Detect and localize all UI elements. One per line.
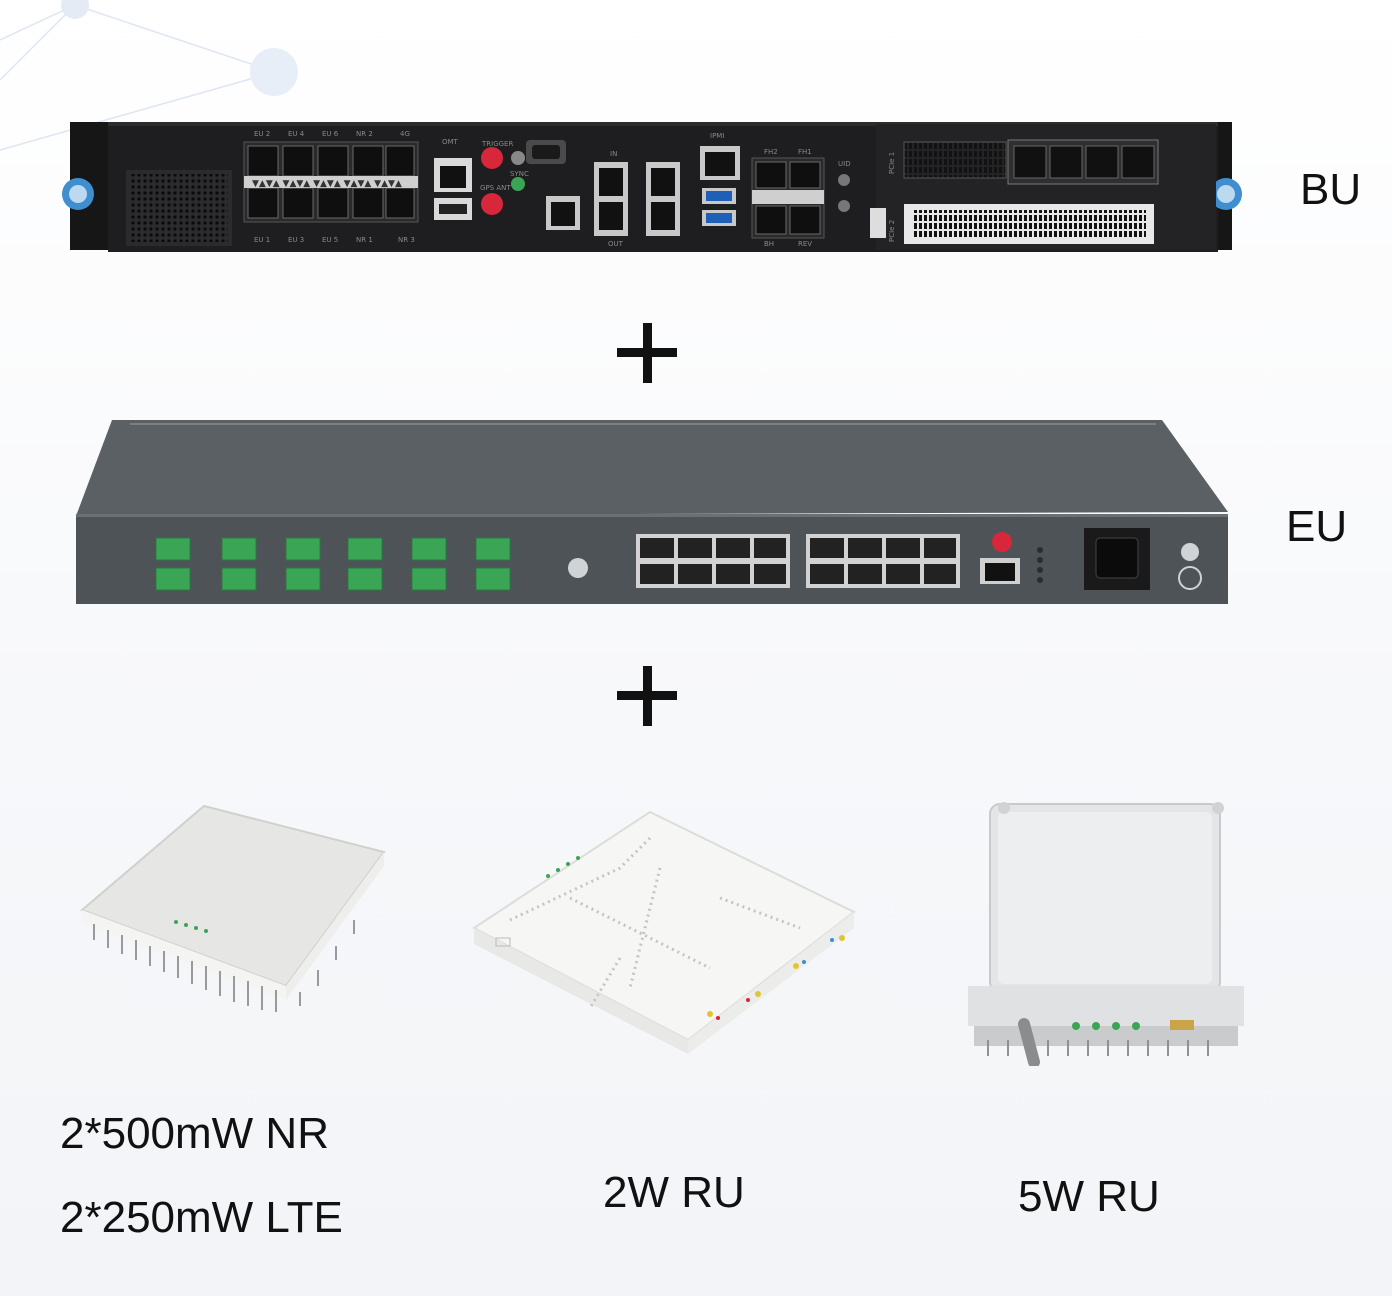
bu-port-label: NR 1 <box>356 236 373 244</box>
bu-gps-label: GPS ANT <box>480 184 511 192</box>
plus-icon <box>617 666 677 726</box>
gps-antenna-port-icon <box>481 193 503 215</box>
bu-uid-label: UID <box>838 160 851 168</box>
bu-rev-label: REV <box>798 240 812 248</box>
bu-pcie1-label: PCIe 1 <box>888 152 896 174</box>
bu-pcie2-label: PCIe 2 <box>888 220 896 242</box>
trigger-antenna-port-icon <box>481 147 503 169</box>
bu-bh-label: BH <box>764 240 774 248</box>
bu-trigger-label: TRIGGER <box>481 140 513 148</box>
ru-5w-device <box>968 802 1244 1066</box>
bu-port-label: 4G <box>400 130 410 138</box>
bu-port-label: EU 4 <box>288 130 305 138</box>
bu-port-label: EU 3 <box>288 236 304 244</box>
svg-text:▼▲▼▲ ▼▲▼▲ ▼▲▼▲ ▼▲▼▲ ▼▲▼▲: ▼▲▼▲ ▼▲▼▲ ▼▲▼▲ ▼▲▼▲ ▼▲▼▲ <box>252 179 402 189</box>
bu-port-label: NR 3 <box>398 236 415 244</box>
background-network-decoration <box>0 0 298 151</box>
eu-device <box>76 420 1228 604</box>
plus-icon <box>617 323 677 383</box>
bu-fh2-label: FH2 <box>764 148 778 156</box>
ru-2w-device <box>472 810 856 1054</box>
eu-label: EU <box>1286 502 1348 551</box>
bu-port-label: NR 2 <box>356 130 373 138</box>
bu-sync-label: SYNC <box>510 170 529 178</box>
bu-device: ▼▲▼▲ ▼▲▼▲ ▼▲▼▲ ▼▲▼▲ ▼▲▼▲ EU 2 EU 4 <box>62 122 1242 252</box>
bu-omt-label: OMT <box>442 138 459 146</box>
bu-fh1-label: FH1 <box>798 148 812 156</box>
small-ru-label-lte: 2*250mW LTE <box>60 1193 343 1242</box>
small-ru-label-nr: 2*500mW NR <box>60 1109 329 1158</box>
bu-ipmi-label: IPMI <box>710 132 724 140</box>
bu-port-label: EU 1 <box>254 236 270 244</box>
ground-icon <box>1178 566 1202 590</box>
bu-port-label: EU 5 <box>322 236 338 244</box>
ru-2w-label: 2W RU <box>603 1168 745 1217</box>
bu-out-label: OUT <box>608 240 624 248</box>
small-ru-device <box>80 804 386 1012</box>
bu-port-label: EU 2 <box>254 130 270 138</box>
bu-port-label: EU 6 <box>322 130 339 138</box>
bu-in-label: IN <box>610 150 617 158</box>
bu-label: BU <box>1300 165 1362 214</box>
ru-5w-label: 5W RU <box>1018 1172 1160 1221</box>
eu-antenna-port-icon <box>992 532 1012 552</box>
